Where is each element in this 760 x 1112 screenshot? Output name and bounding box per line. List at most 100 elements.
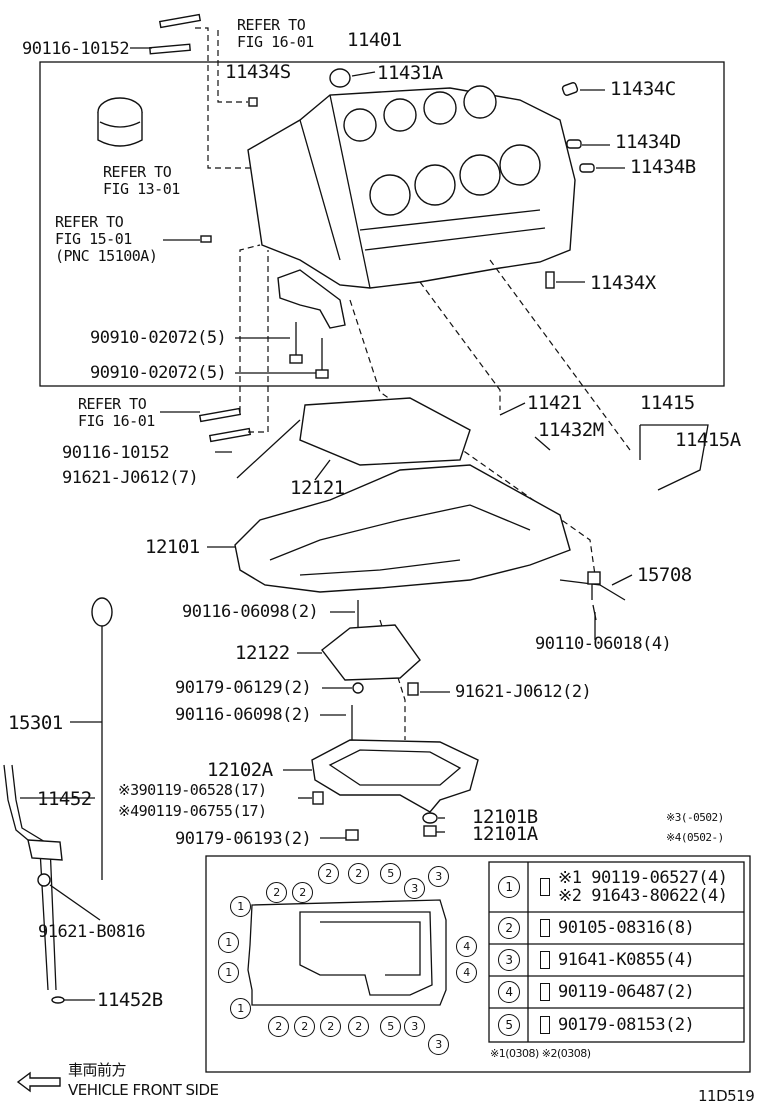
pan-callout-bottom-5: 5: [380, 1016, 401, 1037]
label-12101B: 12101B: [472, 806, 538, 828]
pan-callout-left-3: 1: [218, 962, 239, 983]
pan-callout-top-1: 2: [266, 882, 287, 903]
legend-part-2-1: 90105-08316(8): [558, 918, 695, 938]
label-90179-06193: 90179-06193(2): [175, 829, 312, 849]
label-91621-J0612-2: 91621-J0612(2): [455, 682, 592, 702]
label-90116-06098-b: 90116-06098(2): [175, 705, 312, 725]
label-12121: 12121: [290, 477, 345, 499]
label-11434B: 11434B: [630, 156, 696, 178]
label-11434D: 11434D: [615, 131, 681, 153]
pan-callout-left-4: 1: [230, 998, 251, 1019]
upper-oil-pan-drawing: [234, 464, 571, 593]
pan-callout-left-1: 1: [230, 896, 251, 917]
pan-callout-top-7: 3: [428, 866, 449, 887]
legend-key-3: 3: [498, 949, 520, 971]
bolt-icon: [540, 878, 550, 896]
pan-callout-right-1: 4: [456, 936, 477, 957]
label-11421: 11421: [527, 392, 582, 414]
label-12101: 12101: [145, 536, 200, 558]
bolt-icon: [540, 983, 550, 1001]
pan-callout-top-4: 2: [348, 863, 369, 884]
label-refer-fig-16-01-a: REFER TO FIG 16-01: [237, 16, 314, 51]
baffle-plate-drawing: [299, 397, 471, 466]
label-11434S: 11434S: [225, 61, 291, 83]
legend-key-4: 4: [498, 981, 520, 1003]
label-refer-fig-16-01-b: REFER TO FIG 16-01: [78, 395, 155, 430]
piston-drawing: [97, 97, 143, 147]
dipstick-guide-drawing: [3, 764, 65, 1004]
dipstick-drawing: [91, 597, 113, 880]
pan-callout-bottom-3: 2: [320, 1016, 341, 1037]
label-11452B: 11452B: [97, 989, 163, 1011]
label-12122: 12122: [235, 642, 290, 664]
pan-callout-bottom-2: 2: [294, 1016, 315, 1037]
pan-callout-right-2: 4: [456, 962, 477, 983]
legend-key-2: 2: [498, 917, 520, 939]
plate-12122-drawing: [321, 624, 421, 681]
label-90110-06018: 90110-06018(4): [535, 634, 672, 654]
label-90910-02072-a: 90910-02072(5): [90, 328, 227, 348]
label-90119-06755: ※490119-06755(17): [118, 802, 267, 820]
pan-callout-bottom-4: 2: [348, 1016, 369, 1037]
label-front-en: VEHICLE FRONT SIDE: [68, 1081, 219, 1099]
pan-gasket-outline: [247, 899, 447, 1006]
label-90119-06528: ※390119-06528(17): [118, 781, 267, 799]
cylinder-block-drawing: [247, 85, 576, 289]
label-11434X: 11434X: [590, 272, 656, 294]
label-91621-B0816: 91621-B0816: [38, 922, 146, 942]
figure-id: 11D519: [698, 1087, 755, 1105]
engine-block-frame: [39, 61, 725, 387]
pan-callout-bottom-7: 3: [428, 1034, 449, 1055]
bolt-icon: [540, 1016, 550, 1034]
pan-callout-bottom-6: 3: [404, 1016, 425, 1037]
label-90179-06129: 90179-06129(2): [175, 678, 312, 698]
label-refer-fig-15-01: REFER TO FIG 15-01 (PNC 15100A): [55, 213, 158, 265]
label-11415: 11415: [640, 392, 695, 414]
label-11452: 11452: [37, 788, 92, 810]
label-11432M: 11432M: [538, 419, 604, 441]
front-arrow-icon: [16, 1071, 61, 1093]
label-11401: 11401: [347, 29, 402, 51]
bearing-cap-drawing: [277, 269, 346, 379]
label-11415A: 11415A: [675, 429, 741, 451]
label-90116-10152-top: 90116-10152: [22, 39, 130, 59]
dashed-leaders: [195, 27, 631, 740]
label-refer-fig-13-01: REFER TO FIG 13-01: [103, 163, 180, 198]
pan-callout-left-2: 1: [218, 932, 239, 953]
small-parts: [149, 13, 595, 443]
bolt-icon: [540, 919, 550, 937]
note-4: ※4(0502-): [666, 831, 724, 844]
label-12102A: 12102A: [207, 759, 273, 781]
legend-table: [488, 861, 745, 1043]
label-15301: 15301: [8, 712, 63, 734]
label-90116-06098-a: 90116-06098(2): [182, 602, 319, 622]
legend-part-3-1: 91641-K0855(4): [558, 950, 695, 970]
label-91621-J0612-7: 91621-J0612(7): [62, 468, 199, 488]
label-12101A: 12101A: [472, 823, 538, 845]
note-3: ※3(-0502): [666, 811, 724, 824]
pan-callout-top-3: 2: [318, 863, 339, 884]
lower-oil-pan-drawing: [311, 739, 479, 813]
label-90910-02072-b: 90910-02072(5): [90, 363, 227, 383]
label-front-jp: 車両前方: [68, 1061, 127, 1079]
pan-callout-top-6: 3: [404, 878, 425, 899]
label-90116-10152-b: 90116-10152: [62, 443, 170, 463]
legend-part-1-2: ※2 91643-80622(4): [558, 886, 728, 906]
legend-footnote: ※1(0308) ※2(0308): [490, 1047, 591, 1060]
legend-part-1-1: ※1 90119-06527(4): [558, 868, 728, 888]
bolt-icon: [540, 951, 550, 969]
pan-callout-top-2: 2: [292, 882, 313, 903]
label-11431A: 11431A: [377, 62, 443, 84]
pan-callout-top-5: 5: [380, 863, 401, 884]
oil-pan-detail-frame: [205, 855, 751, 1073]
label-11434C: 11434C: [610, 78, 676, 100]
legend-part-4-1: 90119-06487(2): [558, 982, 695, 1002]
label-15708: 15708: [637, 564, 692, 586]
pan-callout-bottom-1: 2: [268, 1016, 289, 1037]
solid-leaders: [20, 47, 709, 1001]
legend-key-5: 5: [498, 1014, 520, 1036]
legend-key-1: 1: [498, 876, 520, 898]
legend-part-5-1: 90179-08153(2): [558, 1015, 695, 1035]
